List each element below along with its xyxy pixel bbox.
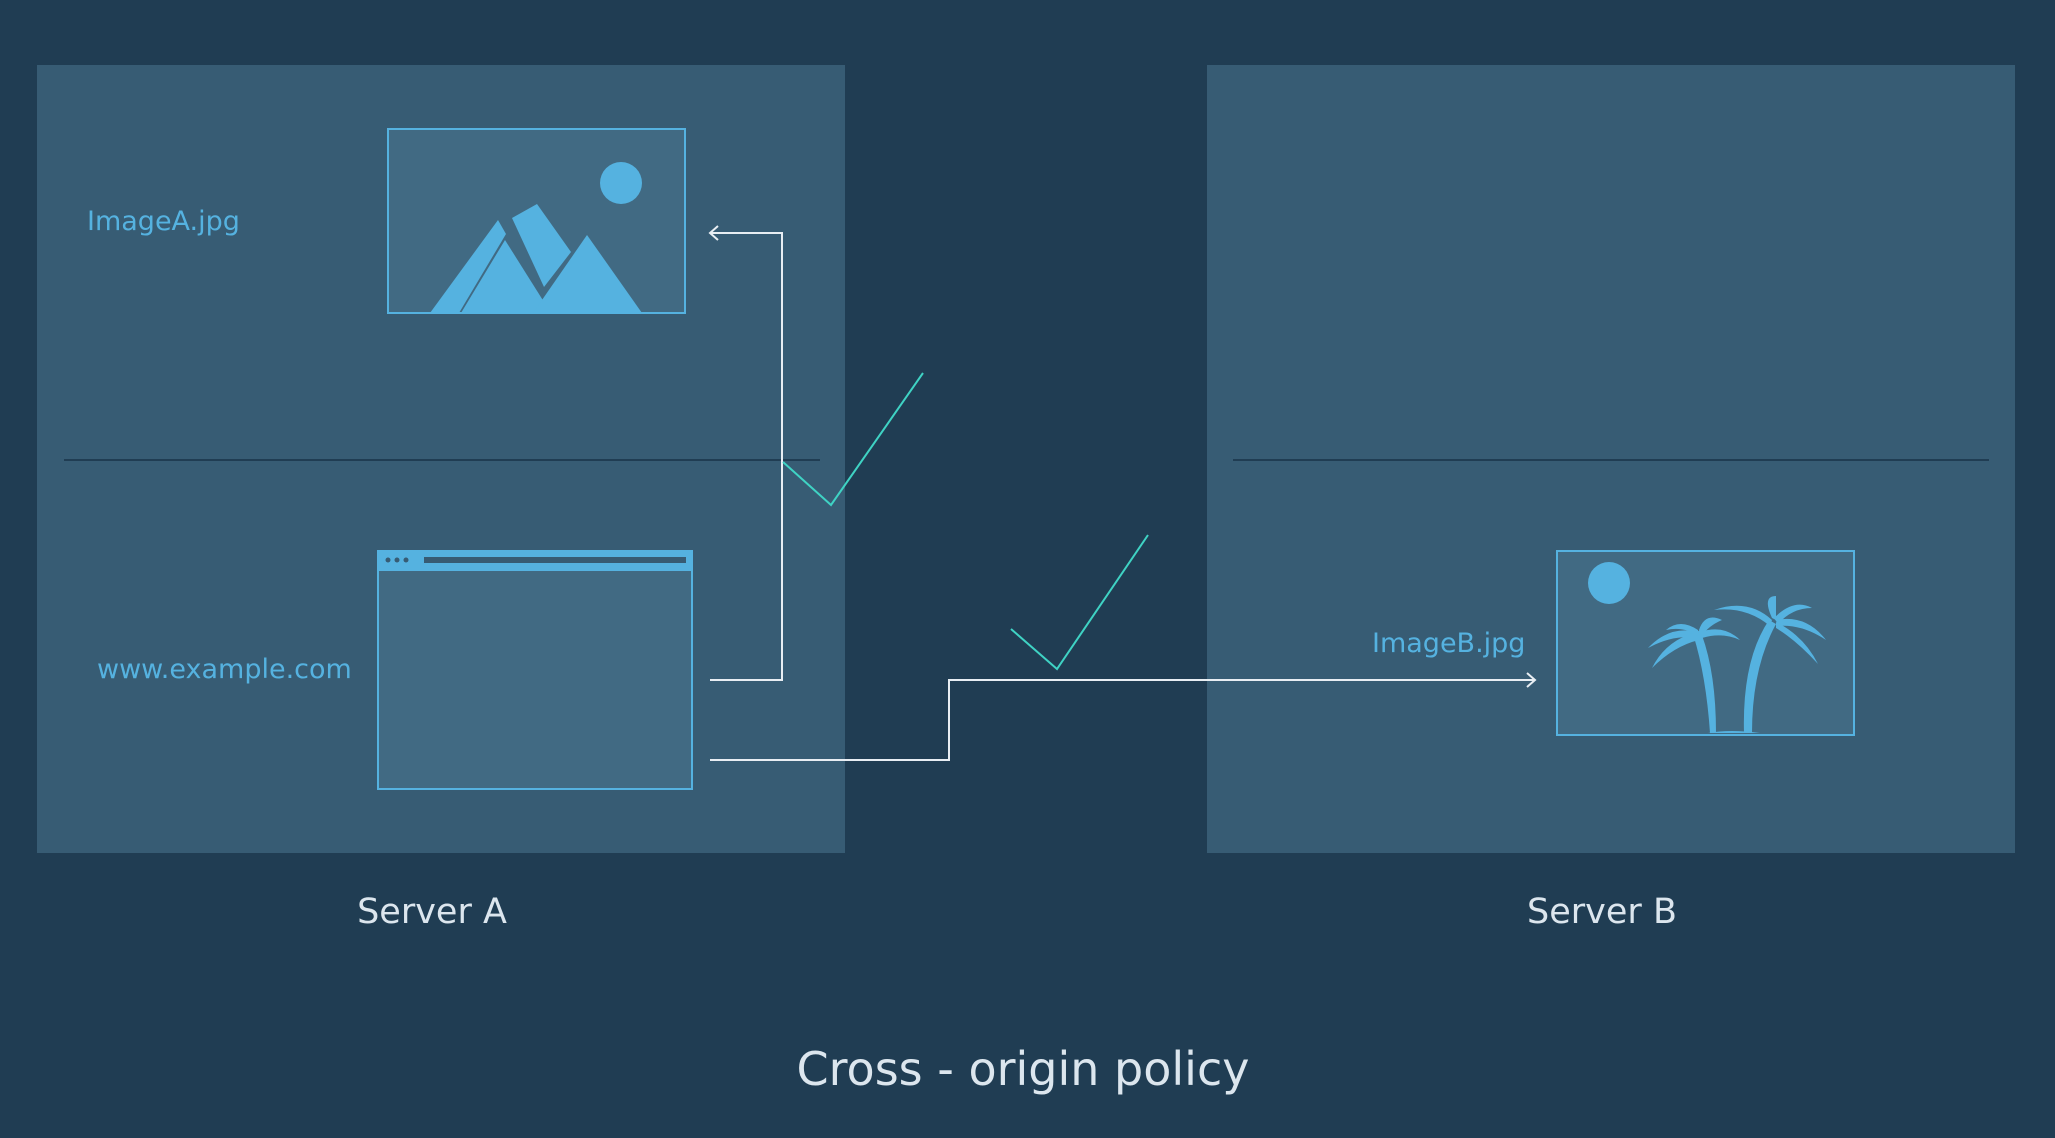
server-b-label: Server B	[1527, 892, 1677, 932]
cross-origin-request-arrow	[710, 672, 1537, 761]
diagram-title: Cross - origin policy	[796, 1042, 1250, 1096]
image-b-label: ImageB.jpg	[1372, 628, 1526, 659]
server-a-divider	[64, 459, 820, 461]
cross-origin-check-icon	[1010, 534, 1149, 671]
same-origin-request-arrow	[708, 225, 783, 681]
mountain-picture-icon	[387, 128, 686, 314]
same-origin-check-icon	[782, 372, 924, 507]
server-b-divider	[1233, 459, 1989, 461]
palm-tree-picture-icon	[1556, 550, 1855, 736]
site-url-label: www.example.com	[97, 654, 352, 685]
browser-window-icon	[377, 550, 693, 790]
image-a-label: ImageA.jpg	[87, 206, 240, 237]
server-a-label: Server A	[357, 892, 507, 932]
